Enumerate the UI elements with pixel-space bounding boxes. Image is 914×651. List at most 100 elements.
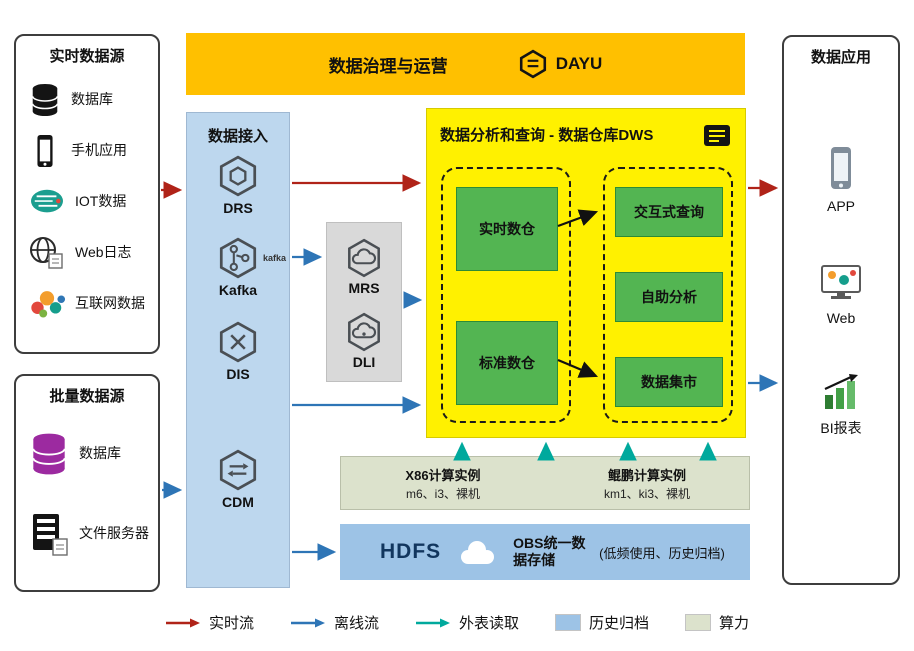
node-standard-warehouse: 标准数仓 — [456, 321, 558, 405]
dws-warehouse-box: 数据分析和查询 - 数据仓库DWS 实时数仓 标准数仓 交互式查询 自助分析 数… — [426, 108, 746, 438]
item-label: Web日志 — [75, 243, 132, 260]
app-label: Web — [826, 310, 856, 326]
app-phone-icon — [823, 145, 859, 191]
kafka-hexagon-icon — [215, 235, 261, 281]
legend: 实时流 离线流 外表读取 历史归档 算力 — [0, 612, 914, 633]
service-dli: DLI — [327, 311, 401, 370]
batch-sources-list: 数据库 文件服务器 — [16, 406, 158, 574]
kunpeng-compute-group: 鲲鹏计算实例 km1、ki3、裸机 — [545, 457, 749, 509]
list-item: IOT数据 — [28, 176, 152, 227]
mrs-hexagon-icon — [343, 237, 385, 279]
service-label: DRS — [223, 200, 253, 216]
list-item: 互联网数据 — [28, 278, 152, 329]
service-dis: DIS — [187, 319, 289, 382]
data-ingestion-column: 数据接入 DRS kafka Kafka DIS CDM — [186, 112, 290, 588]
batch-sources-panel: 批量数据源 数据库 文件服务器 — [14, 374, 160, 592]
list-item: 文件服务器 — [28, 494, 152, 574]
node-self-service-analysis: 自助分析 — [615, 272, 723, 322]
node-interactive-query: 交互式查询 — [615, 187, 723, 237]
compute-title: X86计算实例 — [405, 467, 481, 483]
obs-cloud-icon — [453, 537, 501, 567]
app-item-app: APP — [784, 145, 898, 214]
list-item: 数据库 — [28, 414, 152, 494]
app-label: BI报表 — [820, 420, 862, 436]
item-label: 数据库 — [79, 445, 121, 462]
app-item-bi: BI报表 — [784, 373, 898, 438]
compute-detail: m6、i3、裸机 — [405, 486, 480, 501]
service-label: MRS — [348, 280, 380, 296]
legend-label: 实时流 — [208, 615, 254, 632]
compute-detail: km1、ki3、裸机 — [603, 486, 690, 501]
storage-box: HDFS OBS统一数据存储 (低频使用、历史归档) — [340, 524, 750, 580]
web-monitor-icon — [818, 263, 864, 303]
analysis-group: 交互式查询 自助分析 数据集市 — [603, 167, 733, 423]
red-arrow-icon — [165, 618, 200, 627]
compute-power-swatch — [685, 614, 712, 631]
obs-note: (低频使用、历史归档) — [599, 545, 725, 561]
web-globe-icon — [28, 236, 66, 270]
legend-label: 外表读取 — [458, 615, 519, 632]
bi-report-icon — [819, 373, 863, 411]
service-kafka: kafka Kafka — [187, 235, 289, 298]
warehouse-building-icon — [701, 120, 733, 148]
service-cdm: CDM — [187, 447, 289, 510]
dis-hexagon-icon — [215, 319, 261, 365]
legend-history-archive: 历史归档 — [555, 612, 649, 633]
x86-compute-group: X86计算实例 m6、i3、裸机 — [341, 457, 545, 509]
obs-title: OBS统一数据存储 — [513, 534, 586, 569]
dws-title: 数据分析和查询 - 数据仓库DWS — [440, 126, 654, 144]
legend-external-table-read: 外表读取 — [415, 612, 519, 633]
internet-data-icon — [28, 287, 66, 321]
blue-arrow-icon — [290, 618, 325, 627]
legend-compute-power: 算力 — [685, 612, 749, 633]
item-label: 互联网数据 — [75, 294, 145, 311]
history-archive-swatch — [555, 614, 581, 631]
item-label: 文件服务器 — [79, 525, 149, 542]
node-data-mart: 数据集市 — [615, 357, 723, 407]
legend-realtime-stream: 实时流 — [165, 612, 254, 633]
mobile-phone-icon — [28, 132, 62, 170]
iot-icon — [28, 186, 66, 218]
database-purple-icon — [28, 431, 70, 477]
governance-bar: 数据治理与运营 DAYU — [186, 33, 745, 95]
legend-label: 离线流 — [333, 615, 379, 632]
realtime-sources-panel: 实时数据源 数据库 手机应用 IOT数据 — [14, 34, 160, 354]
list-item: 手机应用 — [28, 125, 152, 176]
drs-hexagon-icon — [215, 153, 261, 199]
governance-title: 数据治理与运营 — [328, 56, 448, 76]
list-item: 数据库 — [28, 74, 152, 125]
app-label: APP — [826, 198, 855, 214]
app-item-web: Web — [784, 263, 898, 326]
realtime-sources-list: 数据库 手机应用 IOT数据 Web日志 — [16, 66, 158, 329]
legend-label: 算力 — [719, 615, 750, 632]
compute-title: 鲲鹏计算实例 — [607, 467, 686, 483]
dayu-label: DAYU — [555, 54, 603, 73]
service-label: DIS — [226, 366, 250, 382]
service-drs: DRS — [187, 153, 289, 216]
dws-title-row: 数据分析和查询 - 数据仓库DWS — [427, 109, 745, 148]
panel-title: 批量数据源 — [49, 388, 125, 405]
warehouse-group: 实时数仓 标准数仓 — [441, 167, 571, 423]
file-server-icon — [28, 511, 70, 557]
item-label: IOT数据 — [75, 192, 127, 209]
teal-arrow-icon — [415, 618, 450, 627]
dayu-icon — [518, 49, 548, 79]
panel-title: 实时数据源 — [49, 48, 125, 65]
cdm-hexagon-icon — [215, 447, 261, 493]
dli-hexagon-icon — [343, 311, 385, 353]
panel-title: 数据应用 — [810, 49, 871, 66]
node-realtime-warehouse: 实时数仓 — [456, 187, 558, 271]
panel-title: 数据接入 — [207, 128, 268, 145]
external-table-read-arrows — [453, 441, 717, 461]
dayu-brand: DAYU — [518, 49, 603, 79]
item-label: 数据库 — [71, 90, 113, 107]
item-label: 手机应用 — [71, 141, 127, 158]
compute-instances-box: X86计算实例 m6、i3、裸机 鲲鹏计算实例 km1、ki3、裸机 — [340, 456, 750, 510]
service-label: DLI — [352, 354, 376, 370]
legend-offline-stream: 离线流 — [290, 612, 379, 633]
service-label: Kafka — [218, 282, 258, 298]
data-applications-panel: 数据应用 APP Web BI报表 — [782, 35, 900, 585]
legend-label: 历史归档 — [589, 615, 650, 632]
shared-services-box: MRS DLI — [326, 222, 402, 382]
